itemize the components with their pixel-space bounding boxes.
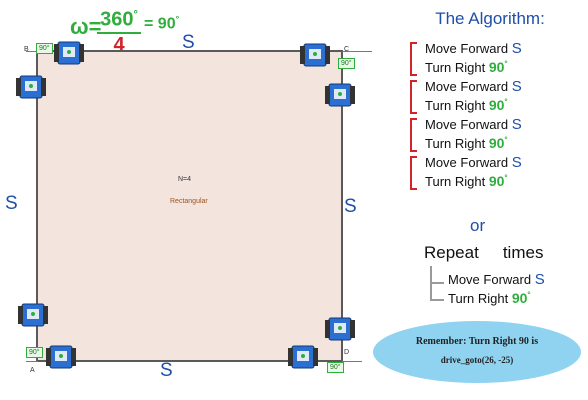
corner-d-extension [342,361,362,362]
step-bracket [410,156,417,190]
robot-icon [325,83,355,107]
robot-icon [300,43,330,67]
corner-c-extension [342,51,372,52]
algorithm-step: Move Forward S Turn Right 90° [410,154,580,192]
move-forward-command: Move Forward S [425,154,522,171]
formula-denominator: 4 [113,33,125,56]
step-bracket [410,118,417,152]
robot-icon [325,317,355,341]
repeat-move-forward: Move Forward S [448,271,545,288]
move-forward-command: Move Forward S [425,78,522,95]
reminder-line-1: Remember: Turn Right 90 is [415,336,539,347]
angle-label-d: 90° [327,362,344,373]
turn-right-command: Turn Right 90° [425,59,508,75]
polygon-sides-label: N=4 [178,176,192,183]
corner-b-extension [26,51,40,52]
fraction-bar [97,31,141,34]
or-label: or [470,216,486,235]
repeat-tree-branch [430,299,444,301]
algorithm-step: Move Forward S Turn Right 90° [410,78,580,116]
formula-fraction: 360° 4 [97,4,141,55]
corner-b-letter: B [24,46,29,53]
reminder-note: Remember: Turn Right 90 is drive_goto(26… [373,321,581,383]
formula-numerator: 360° [100,8,138,31]
step-bracket [410,80,417,114]
robot-icon [16,75,46,99]
corner-a-extension [26,361,38,362]
algorithm-step: Move Forward S Turn Right 90° [410,116,580,154]
side-label-top: S [182,32,195,53]
move-forward-command: Move Forward S [425,40,522,57]
move-forward-command: Move Forward S [425,116,522,133]
repeat-turn-right: Turn Right 90° [448,290,531,306]
repeat-tree-branch [430,282,444,284]
side-label-bottom: S [160,360,173,381]
turn-right-command: Turn Right 90° [425,97,508,113]
algorithm-step: Move Forward S Turn Right 90° [410,40,580,78]
robot-icon [18,303,48,327]
turn-right-command: Turn Right 90° [425,173,508,189]
step-bracket [410,42,417,76]
side-label-right: S [344,196,357,217]
square-path [36,50,343,362]
formula-lhs: ω= [70,14,102,39]
angle-label-c: 90° [338,58,355,69]
corner-d-letter: D [344,349,350,356]
side-label-left: S [5,193,18,214]
angle-formula: ω= 360° 4 = 90° [70,4,220,55]
angle-label-b: 90° [36,43,53,54]
robot-icon [46,345,76,369]
algorithm-title: The Algorithm: [435,9,545,28]
formula-rhs: = 90° [144,14,180,33]
angle-label-a: 90° [26,347,43,358]
corner-a-letter: A [30,367,35,374]
robot-icon [288,345,318,369]
turn-right-command: Turn Right 90° [425,135,508,151]
shape-label: Rectangular [170,198,208,205]
corner-c-letter: C [344,46,350,53]
robot-icon [54,41,84,65]
reminder-line-2: drive_goto(26, -25) [440,355,514,365]
